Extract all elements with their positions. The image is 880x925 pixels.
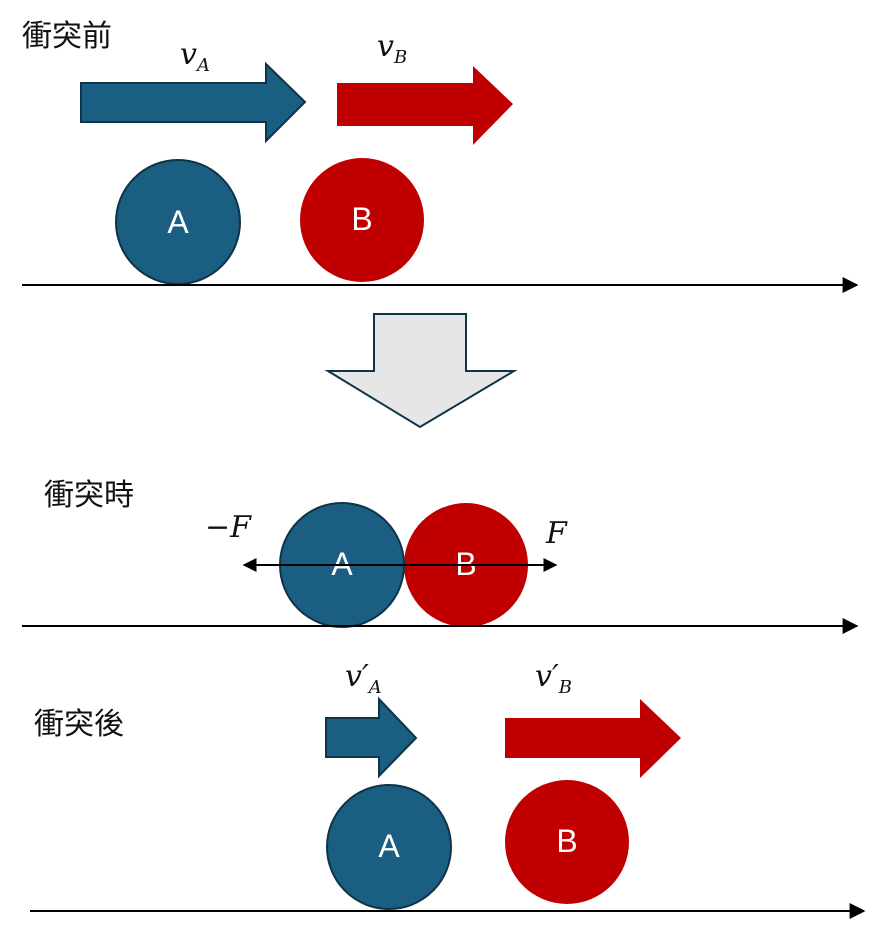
velocity-arrow-b-icon — [505, 699, 681, 778]
stage-title-after: 衝突後 — [34, 707, 124, 742]
ball-b-label: B — [556, 823, 577, 859]
force-label-right: F — [545, 516, 568, 551]
velocity-label-b-before: vB — [377, 29, 407, 68]
ball-b-label: B — [351, 201, 372, 237]
ball-b — [505, 780, 629, 904]
velocity-label-a-before: vA — [180, 37, 210, 76]
ball-a — [326, 784, 452, 910]
force-label-left: −F — [205, 510, 252, 545]
stage-during: 衝突時 B A −F F — [22, 478, 859, 634]
stage-after: 衝突後 v′A v′B A B — [30, 659, 866, 919]
velocity-label-b-after: v′B — [535, 659, 572, 698]
stage-title-during: 衝突時 — [44, 478, 134, 513]
ball-a-label: A — [378, 828, 400, 864]
stage-before: 衝突前 vA vB A B — [22, 19, 859, 293]
velocity-arrow-a-icon — [80, 61, 307, 144]
velocity-arrow-b-icon — [337, 66, 513, 145]
stage-title-before: 衝突前 — [22, 19, 112, 54]
velocity-arrow-a-icon — [325, 696, 418, 779]
velocity-label-a-after: v′A — [345, 659, 382, 698]
ball-b — [300, 158, 424, 282]
ball-a-label: A — [167, 204, 189, 240]
transition-down-arrow-icon — [324, 313, 518, 429]
